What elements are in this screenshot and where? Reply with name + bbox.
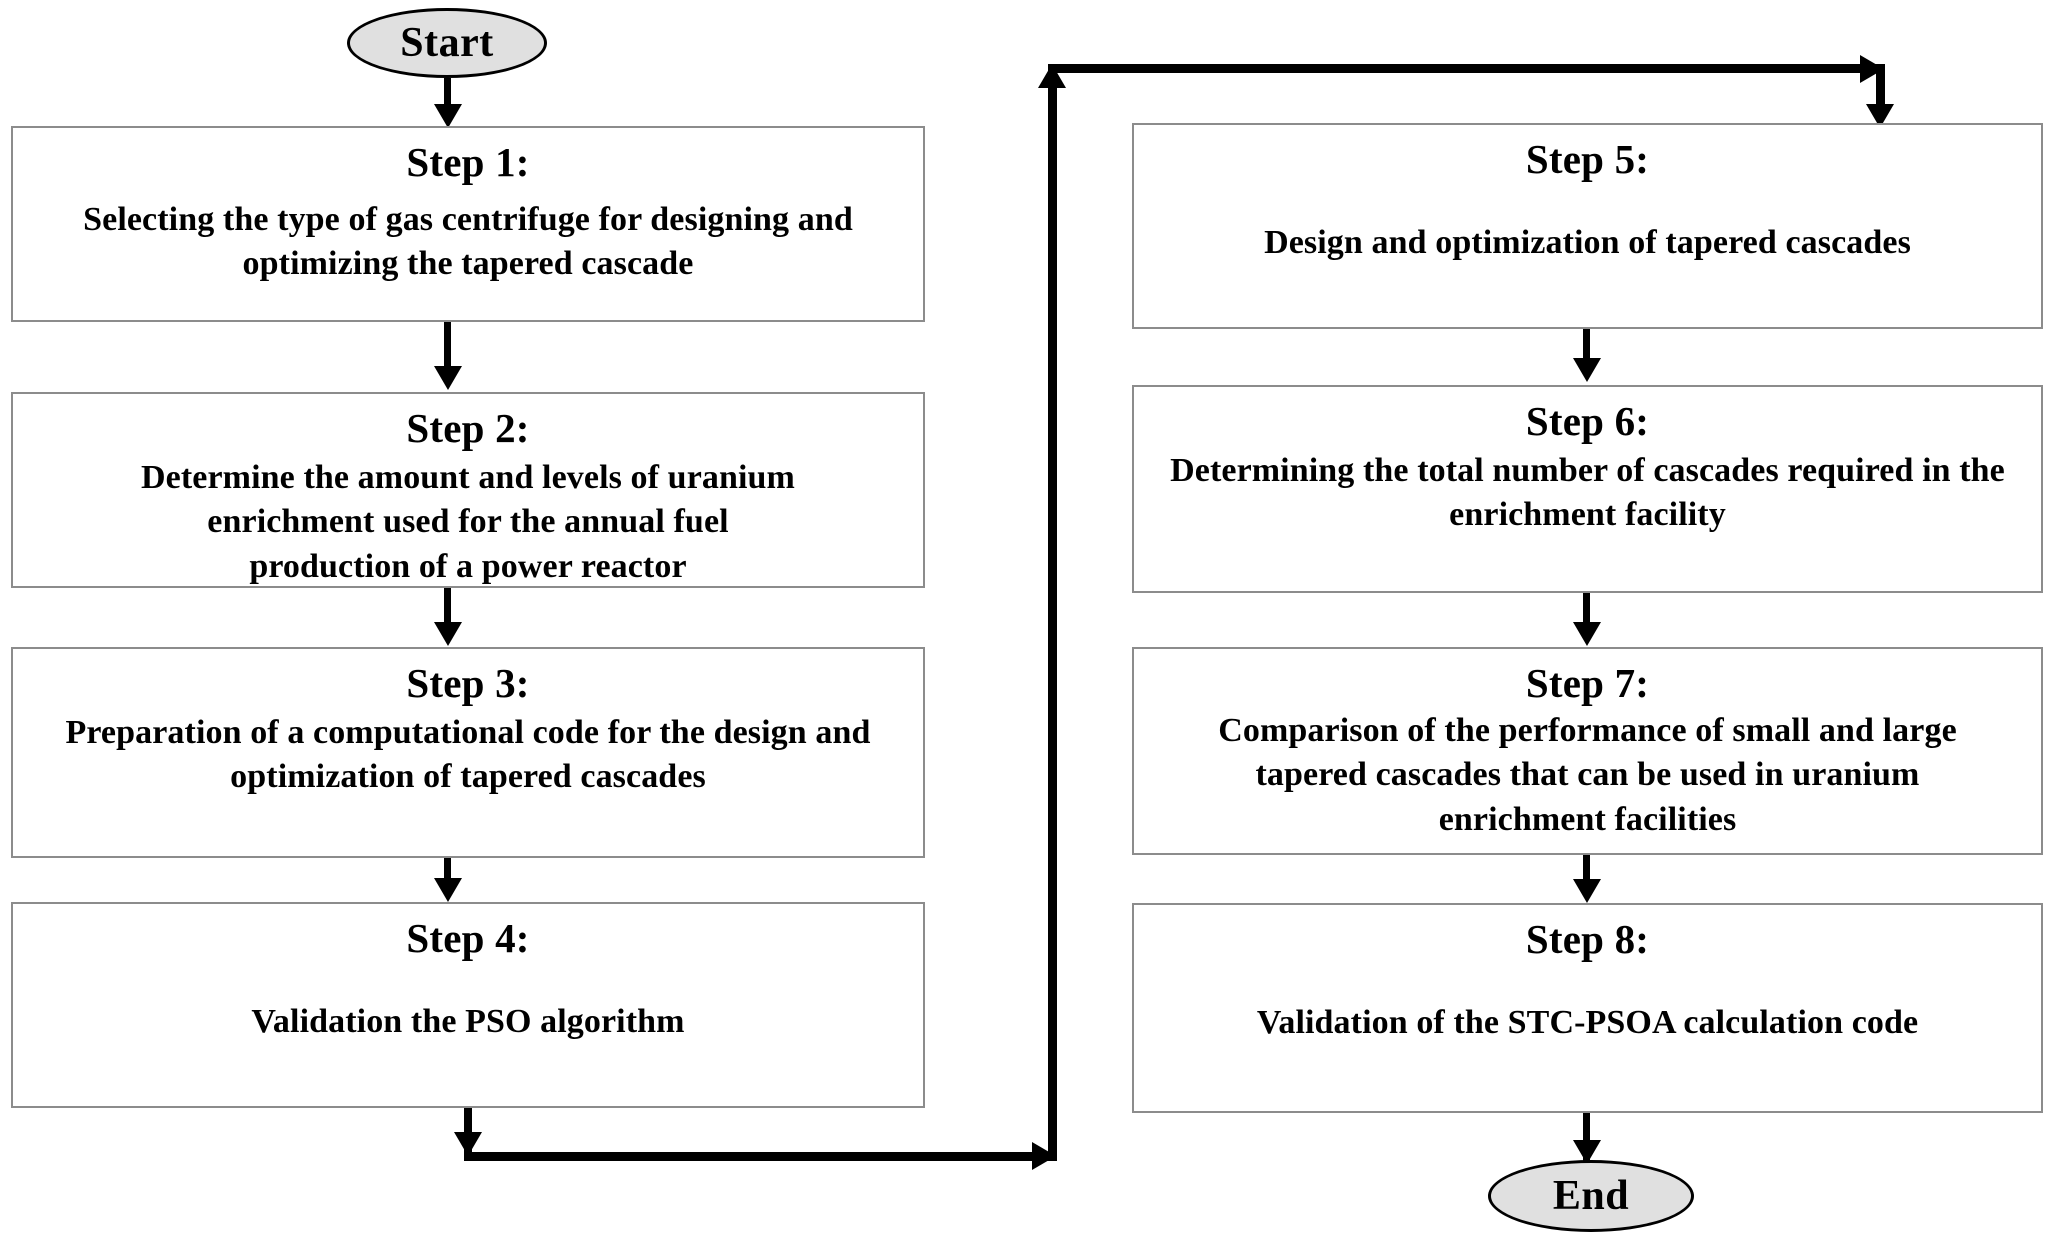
step-2-title: Step 2: — [406, 405, 530, 451]
connector-step1-to-step2-arrowhead — [434, 366, 462, 390]
connector-step4-to-step5-segment-down — [464, 1108, 472, 1152]
step-2-box[interactable]: Step 2: Determine the amount and levels … — [11, 392, 925, 588]
connector-step6-to-step7-line — [1583, 593, 1590, 625]
connector-step5-to-step6-arrowhead — [1573, 358, 1601, 382]
step-3-box[interactable]: Step 3: Preparation of a computational c… — [11, 647, 925, 858]
connector-step7-to-step8-arrowhead — [1573, 879, 1601, 903]
step-1-box[interactable]: Step 1: Selecting the type of gas centri… — [11, 126, 925, 322]
step-8-box[interactable]: Step 8: Validation of the STC-PSOA calcu… — [1132, 903, 2043, 1113]
connector-step7-to-step8-line — [1583, 855, 1590, 883]
step-4-box[interactable]: Step 4: Validation the PSO algorithm — [11, 902, 925, 1108]
step-4-body: Validation the PSO algorithm — [251, 1003, 685, 1041]
step-5-body: Design and optimization of tapered casca… — [1264, 224, 1911, 262]
connector-step2-to-step3-arrowhead — [434, 622, 462, 646]
connector-step4-to-step5-segment-right-lower — [464, 1152, 1056, 1161]
step-7-box[interactable]: Step 7: Comparison of the performance of… — [1132, 647, 2043, 855]
step-8-body: Validation of the STC-PSOA calculation c… — [1256, 1004, 1919, 1042]
step-5-title: Step 5: — [1525, 136, 1650, 182]
connector-step3-to-step4-arrowhead — [434, 878, 462, 902]
end-terminator[interactable]: End — [1488, 1160, 1694, 1232]
connector-start-to-step1-arrowhead — [434, 104, 462, 128]
start-terminator[interactable]: Start — [347, 8, 547, 78]
step-8-title: Step 8: — [1525, 916, 1650, 962]
connector-step4-to-step5-segment-down-into-step5 — [1876, 64, 1885, 112]
step-3-body: Preparation of a computational code for … — [65, 714, 871, 796]
step-3-title: Step 3: — [406, 660, 530, 706]
connector-step6-to-step7-arrowhead — [1573, 622, 1601, 646]
connector-step5-to-step6-line — [1583, 329, 1590, 361]
connector-start-to-step1-line — [444, 78, 451, 112]
connector-step4-to-step5-segment-up — [1048, 64, 1057, 1161]
step-7-title: Step 7: — [1525, 660, 1650, 706]
start-terminator-label: Start — [400, 20, 494, 66]
step-4-title: Step 4: — [406, 915, 530, 961]
connector-step4-to-step5-segment-right-upper — [1048, 64, 1884, 73]
step-6-box[interactable]: Step 6: Determining the total number of … — [1132, 385, 2043, 593]
step-6-title: Step 6: — [1525, 398, 1650, 444]
connector-step1-to-step2-line — [444, 322, 451, 366]
connector-step3-to-step4-line — [444, 858, 451, 882]
step-7-body: Comparison of the performance of small a… — [1218, 712, 1957, 838]
connector-step8-to-end-line — [1583, 1113, 1590, 1161]
step-5-box[interactable]: Step 5: Design and optimization of taper… — [1132, 123, 2043, 329]
end-terminator-label: End — [1552, 1173, 1630, 1219]
step-6-body: Determining the total number of cascades… — [1170, 452, 2005, 534]
step-1-body: Selecting the type of gas centrifuge for… — [83, 201, 853, 283]
step-2-body: Determine the amount and levels of urani… — [141, 459, 795, 585]
step-1-title: Step 1: — [406, 139, 530, 185]
connector-step2-to-step3-line — [444, 588, 451, 624]
